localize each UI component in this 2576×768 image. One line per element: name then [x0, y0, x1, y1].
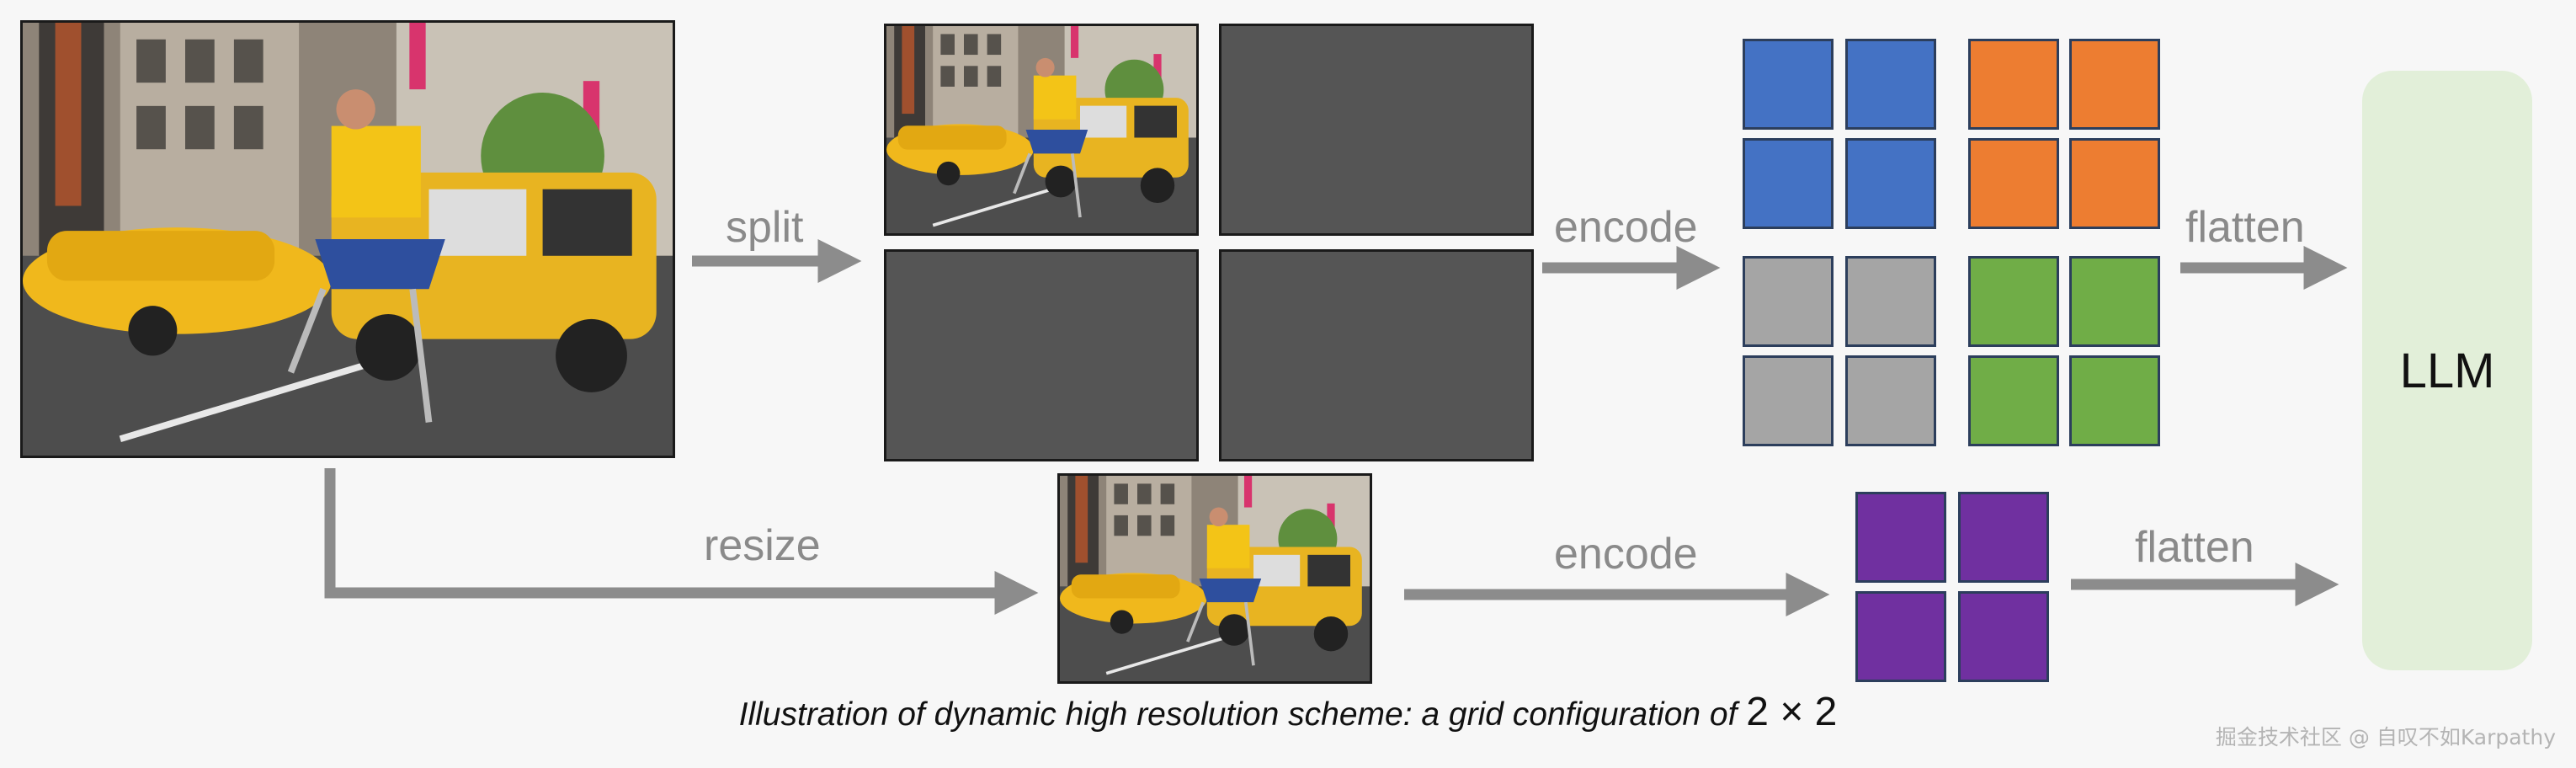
crop-top-left [884, 24, 1199, 236]
caption-text: Illustration of dynamic high resolution … [738, 696, 1747, 733]
original-image [20, 20, 675, 458]
green-token [2069, 256, 2160, 347]
resized-image [1057, 473, 1372, 684]
encode-label-top: encode [1554, 203, 1698, 252]
gray-token [1743, 355, 1834, 446]
purple-token [1958, 591, 2049, 682]
flatten-label-bottom: flatten [2135, 523, 2254, 572]
resize-arrow [324, 468, 1039, 615]
green-token [2069, 355, 2160, 446]
blue-token [1845, 39, 1936, 130]
green-token [1968, 355, 2059, 446]
gray-token [1845, 355, 1936, 446]
gray-token [1743, 256, 1834, 347]
purple-token [1855, 591, 1946, 682]
encode-label-bottom: encode [1554, 530, 1698, 579]
flatten-label-top: flatten [2185, 203, 2305, 252]
resize-label: resize [704, 521, 821, 570]
purple-token [1958, 492, 2049, 583]
llm-box: LLM [2362, 71, 2532, 670]
crop-bottom-right [1219, 249, 1534, 461]
caption-grid-config: 2 × 2 [1746, 690, 1838, 734]
llm-label: LLM [2399, 343, 2495, 398]
orange-token [1968, 138, 2059, 229]
orange-token [2069, 138, 2160, 229]
green-token [1968, 256, 2059, 347]
watermark: 掘金技术社区 @ 自叹不如Karpathy [2215, 725, 2556, 749]
blue-token [1845, 138, 1936, 229]
split-label: split [726, 203, 804, 252]
purple-token [1855, 492, 1946, 583]
gray-token [1845, 256, 1936, 347]
figure-caption: Illustration of dynamic high resolution … [0, 689, 2576, 735]
orange-token [1968, 39, 2059, 130]
blue-token [1743, 138, 1834, 229]
orange-token [2069, 39, 2160, 130]
blue-token [1743, 39, 1834, 130]
crop-top-right [1219, 24, 1534, 236]
crop-bottom-left [884, 249, 1199, 461]
